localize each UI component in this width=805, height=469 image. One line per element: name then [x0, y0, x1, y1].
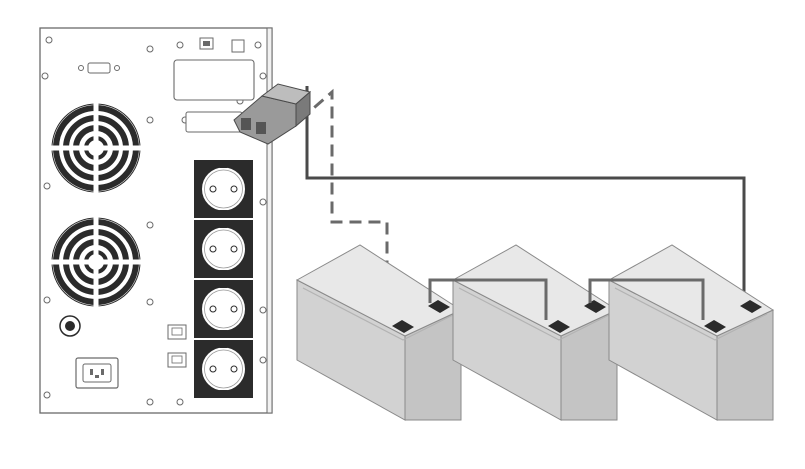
battery-terminal-icon [740, 300, 762, 313]
fan-icon [50, 216, 142, 308]
ups-side-edge [266, 27, 273, 414]
usb-port-icon [199, 37, 245, 53]
battery-icon [607, 244, 775, 421]
network-port-icon [167, 324, 187, 368]
outlet-icon [194, 340, 253, 398]
outlet-icon [194, 220, 253, 278]
series-link-wire [588, 278, 705, 320]
battery-terminal-icon [584, 300, 606, 313]
series-links [428, 278, 705, 320]
outlet-icon [194, 280, 253, 338]
battery-bank [295, 244, 775, 421]
battery-icon [295, 244, 463, 421]
serial-port-icon [78, 62, 120, 74]
expansion-slot-panel [185, 111, 243, 133]
battery-terminal-icon [704, 320, 726, 333]
battery-icon [451, 244, 619, 421]
power-inlet-icon [75, 357, 119, 389]
battery-connector-plug [233, 83, 312, 145]
ground-terminal-icon [59, 315, 81, 337]
battery-terminal-icon [548, 320, 570, 333]
battery-terminal-icon [428, 300, 450, 313]
expansion-slot-panel [173, 59, 255, 101]
series-link-wire [428, 278, 548, 320]
fan-icon [50, 102, 142, 194]
battery-terminal-icon [392, 320, 414, 333]
ups-unit [39, 27, 273, 414]
outlet-icon [194, 160, 253, 218]
